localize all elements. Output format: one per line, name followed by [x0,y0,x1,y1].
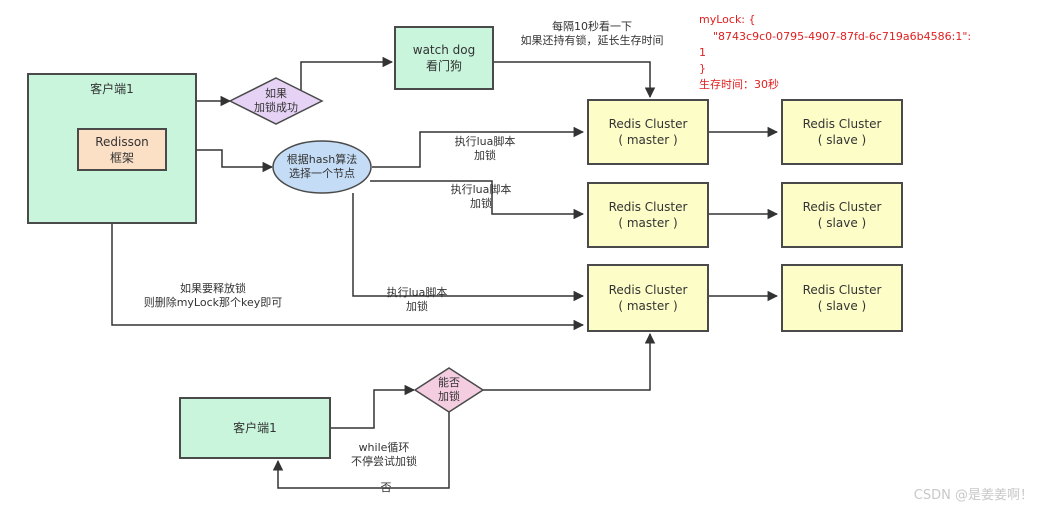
watchdog-note: 每隔10秒看一下 如果还持有锁，延长生存时间 [520,20,664,47]
mylock-line3: 1 [699,46,706,59]
mylock-line1: myLock: { [699,13,756,26]
edge-hash-to-master3 [352,193,585,302]
watchdog-line2: 看门狗 [425,59,462,73]
hash-node-label: 根据hash算法 选择一个节点 [286,153,358,180]
edge-can-lock-to-master3 [483,332,656,391]
lua-label-1: 执行lua脚本 加锁 [454,135,516,162]
redis-master-1: Redis Cluster ( master ) [587,99,709,165]
hash-node-ellipse [272,140,372,194]
no-label: 否 [380,481,392,494]
release-note: 如果要释放锁 则删除myLock那个key即可 [143,282,283,309]
watchdog-line1: watch dog [412,43,476,57]
watermark: CSDN @是姜姜啊！ [913,488,1033,503]
edge-client-release [111,224,585,331]
edge-hash-to-master1 [372,126,585,168]
edge-decision-to-watchdog [300,56,394,101]
mylock-line4: } [699,62,706,75]
while-note: while循环 不停尝试加锁 [351,441,417,468]
decision-lock-label: 如果 加锁成功 [254,87,298,114]
decision-diamond-lock-success [228,77,324,125]
redisson-line2: 框架 [109,150,134,165]
watchdog-box: watch dog 看门狗 [394,26,494,90]
mylock-line5: 生存时间：30秒 [699,78,779,91]
redis-slave-3: Redis Cluster ( slave ) [781,264,903,332]
redis-slave-2: Redis Cluster ( slave ) [781,182,903,248]
edge-watchdog-to-master1 [493,61,656,99]
lua-label-3: 执行lua脚本 加锁 [386,286,448,313]
redis-master-3: Redis Cluster ( master ) [587,264,709,332]
client2-title: 客户端1 [233,421,277,435]
client1-title: 客户端1 [90,82,134,96]
edge-client2-to-can-lock [330,384,416,429]
redis-master-2: Redis Cluster ( master ) [587,182,709,248]
redisson-box: Redisson 框架 [77,128,167,171]
can-lock-label: 能否 加锁 [438,376,460,403]
redis-slave-1: Redis Cluster ( slave ) [781,99,903,165]
redisson-line1: Redisson [95,134,149,149]
edge-hash-to-master2 [370,180,585,220]
client2-box: 客户端1 [179,397,331,459]
edge-can-lock-no-loop [272,412,450,489]
lua-label-2: 执行lua脚本 加锁 [450,183,512,210]
mylock-line2: "8743c9c0-0795-4907-87fd-6c719a6b4586:1"… [713,30,972,43]
decision-diamond-can-lock [413,367,485,413]
